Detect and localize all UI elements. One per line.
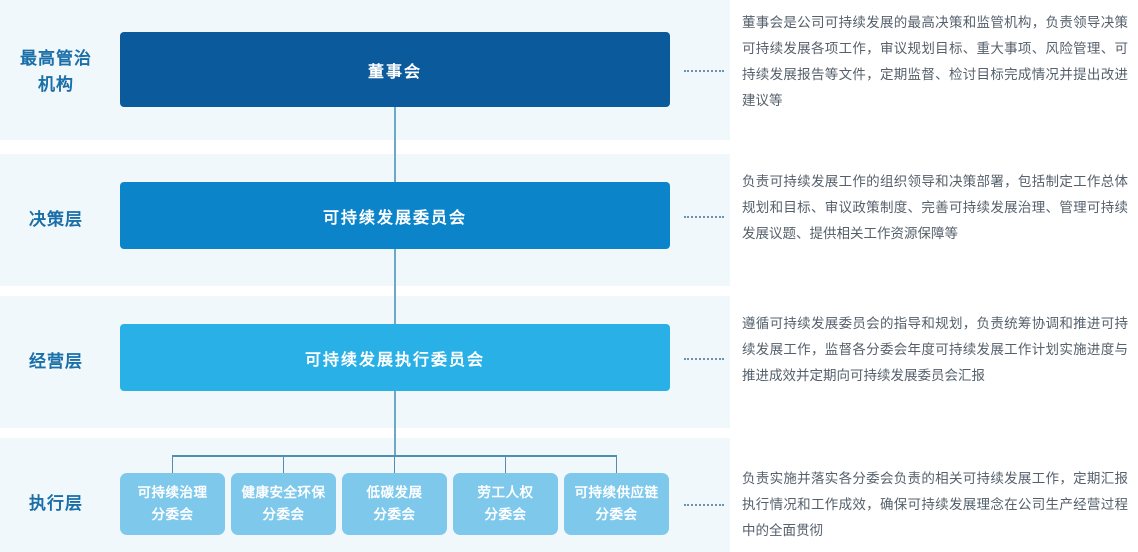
box-subcommittee-health-safety-environment[interactable]: 健康安全环保 分委会 bbox=[231, 473, 336, 535]
leader-dots-row-3 bbox=[684, 358, 724, 360]
leader-dots-row-2 bbox=[684, 216, 724, 218]
connector-exec-to-subcommittees bbox=[394, 391, 396, 455]
connector-branch-3 bbox=[394, 455, 395, 473]
description-sustainability-committee: 负责可持续发展工作的组织领导和决策部署，包括制定工作总体规划和目标、审议政策制度… bbox=[742, 174, 1128, 241]
box-subcommittee-sustainable-governance-label: 可持续治理 分委会 bbox=[137, 485, 208, 522]
connector-branch-5 bbox=[616, 455, 617, 473]
box-board-of-directors-label: 董事会 bbox=[367, 63, 422, 81]
connector-branch-2 bbox=[283, 455, 284, 473]
box-subcommittee-sustainable-governance[interactable]: 可持续治理 分委会 bbox=[120, 473, 225, 535]
box-subcommittee-low-carbon-development-label: 低碳发展 分委会 bbox=[366, 485, 423, 522]
tier-label-execution: 执行层 bbox=[29, 494, 83, 513]
leader-dots-row-4 bbox=[684, 504, 724, 506]
box-subcommittee-labor-human-rights[interactable]: 劳工人权 分委会 bbox=[453, 473, 558, 535]
description-board-of-directors: 董事会是公司可持续发展的最高决策和监管机构，负责领导决策可持续发展各项工作，审议… bbox=[742, 15, 1128, 108]
box-sustainability-committee[interactable]: 可持续发展委员会 bbox=[120, 182, 670, 249]
box-sustainability-exec-committee[interactable]: 可持续发展执行委员会 bbox=[120, 324, 670, 391]
connector-branch-4 bbox=[505, 455, 506, 473]
tier-label-top-governance: 最高管治 机构 bbox=[20, 49, 92, 94]
box-sustainability-committee-label: 可持续发展委员会 bbox=[322, 209, 467, 227]
tier-label-decision: 决策层 bbox=[29, 210, 83, 229]
box-sustainability-exec-committee-label: 可持续发展执行委员会 bbox=[304, 351, 485, 369]
box-board-of-directors[interactable]: 董事会 bbox=[120, 32, 670, 107]
box-subcommittee-labor-human-rights-label: 劳工人权 分委会 bbox=[477, 485, 534, 522]
description-sustainability-exec-committee: 遵循可持续发展委员会的指导和规划，负责统筹协调和推进可持续发展工作，监督各分委会… bbox=[742, 316, 1128, 383]
box-subcommittee-sustainable-supply-chain[interactable]: 可持续供应链 分委会 bbox=[564, 473, 669, 535]
connector-committee-to-exec bbox=[394, 249, 396, 324]
box-subcommittee-low-carbon-development[interactable]: 低碳发展 分委会 bbox=[342, 473, 447, 535]
connector-board-to-committee bbox=[394, 107, 396, 182]
box-subcommittee-sustainable-supply-chain-label: 可持续供应链 分委会 bbox=[574, 485, 659, 522]
tier-label-management: 经营层 bbox=[29, 352, 83, 371]
connector-branch-1 bbox=[172, 455, 173, 473]
box-subcommittee-health-safety-environment-label: 健康安全环保 分委会 bbox=[241, 485, 326, 522]
leader-dots-row-1 bbox=[684, 70, 724, 72]
description-subcommittees: 负责实施并落实各分委会负责的相关可持续发展工作，定期汇报执行情况和工作成效，确保… bbox=[742, 471, 1128, 538]
